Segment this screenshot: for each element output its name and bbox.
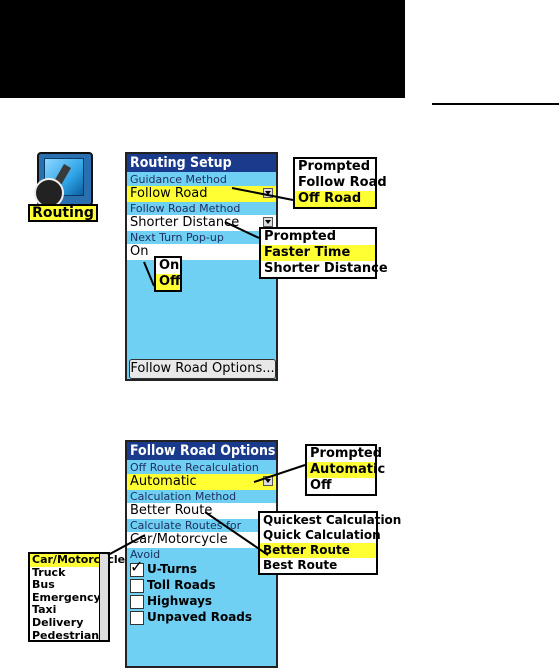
follow-road-method-field[interactable]: Shorter Distance <box>127 215 276 231</box>
checkbox-icon[interactable] <box>130 578 144 593</box>
popup-option[interactable]: Best Route <box>263 558 338 572</box>
off-route-value: Automatic <box>130 474 197 489</box>
avoid-item-label: U-Turns <box>147 562 197 576</box>
avoid-highways[interactable]: Highways <box>127 593 276 609</box>
popup-option-selected[interactable]: Better Route <box>260 543 376 558</box>
vehicle-option[interactable]: Delivery <box>32 615 84 629</box>
popup-option[interactable]: Prompted <box>264 229 337 244</box>
next-turn-popup-field[interactable]: On <box>127 244 276 260</box>
routing-setup-panel: Routing Setup Guidance Method Follow Roa… <box>125 152 278 381</box>
off-route-label: Off Route Recalculation <box>130 461 259 474</box>
off-route-popup: Prompted Automatic Off <box>305 444 385 496</box>
popup-option[interactable]: Shorter Distance <box>264 261 388 276</box>
avoid-toll-roads[interactable]: Toll Roads <box>127 577 276 593</box>
avoid-label: Avoid <box>130 548 161 561</box>
calc-method-value: Better Route <box>130 503 213 518</box>
popup-option[interactable]: Prompted <box>298 159 371 174</box>
header-bar <box>0 0 405 98</box>
vehicle-option[interactable]: Bus <box>32 578 55 592</box>
scrollbar[interactable] <box>99 554 108 640</box>
popup-option[interactable]: On <box>159 258 180 273</box>
follow-road-method-label: Follow Road Method <box>130 202 241 215</box>
next-turn-popup-menu: On Off <box>154 256 182 292</box>
popup-option-selected[interactable]: Automatic <box>307 462 385 478</box>
avoid-unpaved-roads[interactable]: Unpaved Roads <box>127 609 276 625</box>
popup-option[interactable]: Off <box>310 478 332 493</box>
calc-for-label: Calculate Routes for <box>130 519 242 532</box>
follow-road-method-value: Shorter Distance <box>130 215 240 230</box>
calc-method-label: Calculation Method <box>130 490 237 503</box>
popup-option[interactable]: Quickest Calculation <box>263 513 402 527</box>
routing-label: Routing <box>28 204 98 222</box>
calc-for-field[interactable]: Car/Motorcycle <box>127 532 276 548</box>
avoid-item-label: Unpaved Roads <box>147 610 253 624</box>
vehicle-option[interactable]: Pedestrian <box>32 628 100 642</box>
checkbox-checked-icon[interactable] <box>130 559 144 577</box>
popup-option-selected[interactable]: Off <box>156 274 181 290</box>
guidance-method-value: Follow Road <box>130 186 208 201</box>
guidance-method-popup: Prompted Follow Road Off Road <box>293 157 387 209</box>
vehicle-option-selected[interactable]: Car/Motorcycle <box>30 553 126 567</box>
chevron-down-icon[interactable] <box>263 476 273 486</box>
routing-icon[interactable]: Routing <box>28 152 98 224</box>
vehicle-popup: Car/Motorcycle Truck Bus Emergency Taxi … <box>28 552 126 642</box>
avoid-uturns[interactable]: U-Turns <box>127 559 276 577</box>
vehicle-option[interactable]: Emergency <box>32 590 101 604</box>
popup-option[interactable]: Quick Calculation <box>263 528 381 542</box>
checkbox-icon[interactable] <box>130 610 144 625</box>
next-turn-popup-label: Next Turn Pop-up <box>130 231 224 244</box>
follow-road-method-popup: Prompted Faster Time Shorter Distance <box>259 227 388 279</box>
calc-for-value: Car/Motorcycle <box>130 532 228 547</box>
guidance-method-field[interactable]: Follow Road <box>127 186 276 202</box>
vehicle-option[interactable]: Truck <box>32 565 66 579</box>
guidance-method-label: Guidance Method <box>130 173 227 186</box>
chevron-down-icon[interactable] <box>263 188 273 198</box>
routing-setup-title: Routing Setup <box>127 154 276 172</box>
vehicle-option[interactable]: Taxi <box>32 603 57 617</box>
calc-method-field[interactable]: Better Route <box>127 503 276 519</box>
popup-option[interactable]: Prompted <box>310 446 383 461</box>
checkbox-icon[interactable] <box>130 594 144 609</box>
follow-road-options-button[interactable]: Follow Road Options... <box>129 359 276 379</box>
follow-road-options-title: Follow Road Options <box>127 442 276 460</box>
avoid-item-label: Highways <box>147 594 213 608</box>
popup-option-selected[interactable]: Off Road <box>295 191 375 207</box>
calc-method-popup: Quickest Calculation Quick Calculation B… <box>258 511 402 575</box>
avoid-item-label: Toll Roads <box>147 578 216 592</box>
popup-option-selected[interactable]: Faster Time <box>261 245 375 261</box>
next-turn-popup-value: On <box>130 244 149 259</box>
popup-option[interactable]: Follow Road <box>298 175 387 190</box>
off-route-field[interactable]: Automatic <box>127 474 276 490</box>
header-rule <box>432 103 559 105</box>
follow-road-options-panel: Follow Road Options Off Route Recalculat… <box>125 440 278 668</box>
chevron-down-icon[interactable] <box>263 217 273 227</box>
